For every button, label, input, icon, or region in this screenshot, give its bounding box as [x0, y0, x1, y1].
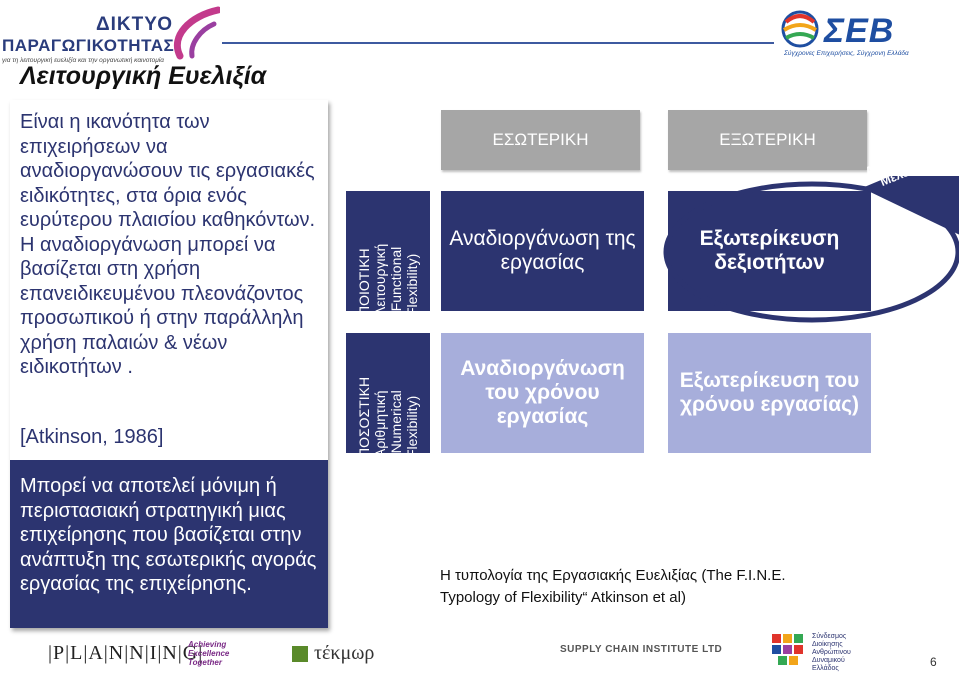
row-header-quantitative-label: ΠΟΣΟΣΤΙΚΗ Αριθμητική (Numerical Flexibil… [356, 376, 420, 458]
sdad-mosaic-icon [772, 634, 803, 665]
seb-logo: ΣΕΒ Σύγχρονες Επιχειρήσεις, Σύγχρονη Ελλ… [778, 6, 958, 61]
column-header-internal: ΕΣΩΤΕΡΙΚΗ [441, 110, 640, 170]
planning-logo-word: |P|L|A|N|N|I|N|G| [48, 642, 204, 664]
cell-skills-outsourcing: Εξωτερίκευση δεξιοτήτων [668, 191, 871, 311]
caption-line-2: Typology of Flexibility“ Atkinson et al) [440, 589, 686, 606]
sdad-text-line: Ανθρώπινου [812, 649, 851, 656]
sdad-text-line: Σύνδεσμος [812, 633, 847, 640]
tekmor-logo-word: τέκμωρ [314, 642, 375, 664]
seb-logo-name: ΣΕΒ [824, 12, 895, 50]
citation: [Atkinson, 1986] [20, 426, 164, 448]
header-divider [222, 42, 774, 44]
study-subject-ellipse [663, 176, 959, 323]
sdad-text-line: Διοίκησης [812, 641, 843, 648]
cell-worktime-outsourcing: Εξωτερίκευση του χρόνου εργασίας) [668, 333, 871, 453]
planning-tag-line: Excellence [188, 649, 230, 658]
column-header-external: ΕΞΩΤΕΡΙΚΗ [668, 110, 867, 170]
diktyo-swoosh-icon [174, 6, 220, 60]
strategy-text: Μπορεί να αποτελεί μόνιμη ή περιστασιακή… [20, 475, 317, 595]
sdad-text-line: Ελλάδος [812, 665, 839, 672]
planning-logo: |P|L|A|N|N|I|N|G| Achieving Excellence T… [48, 640, 229, 667]
cell-worktime-reorganisation: Αναδιοργάνωση του χρόνου εργασίας [441, 333, 644, 453]
planning-tag-line: Achieving [188, 640, 227, 649]
planning-tag-line: Together [188, 658, 222, 667]
seb-globe-icon [781, 10, 819, 48]
sdad-text-line: Δυναμικού [812, 657, 845, 664]
diktyo-logo-line2: ΠΑΡΑΓΩΓΙΚΟΤΗΤΑΣ [2, 36, 175, 55]
diktyo-logo: ΔΙΚΤΥΟ ΠΑΡΑΓΩΓΙΚΟΤΗΤΑΣ για τη λειτουργικ… [0, 6, 240, 66]
supply-chain-logo-text: SUPPLY CHAIN INSTITUTE LTD [560, 644, 723, 655]
sdad-logo: Σύνδεσμος Διοίκησης Ανθρώπινου Δυναμικού… [770, 630, 900, 672]
row-header-quantitative: ΠΟΣΟΣΤΙΚΗ Αριθμητική (Numerical Flexibil… [346, 333, 430, 458]
row-header-qualitative: ΠΟΙΟΤΙΚΗ Λειτουργική (Functional Flexibi… [346, 191, 430, 316]
tekmor-square-icon [292, 646, 308, 662]
tekmor-logo: τέκμωρ [292, 642, 392, 666]
definition-panel-top [10, 100, 328, 460]
page-title: Λειτουργική Ευελιξία [20, 62, 267, 90]
seb-logo-tagline: Σύγχρονες Επιχειρήσεις, Σύγχρονη Ελλάδα [784, 50, 909, 57]
caption-line-1: Η τυπολογία της Εργασιακής Ευελιξίας (Th… [440, 567, 786, 584]
diktyo-logo-line1: ΔΙΚΤΥΟ [96, 14, 173, 35]
definition-text: Είναι η ικανότητα των επιχειρήσεων να αν… [20, 111, 316, 378]
row-header-qualitative-label: ΠΟΙΟΤΙΚΗ Λειτουργική (Functional Flexibi… [356, 243, 420, 316]
sdad-logo-text: Σύνδεσμος Διοίκησης Ανθρώπινου Δυναμικού… [812, 633, 851, 673]
figure-caption: Η τυπολογία της Εργασιακής Ευελιξίας (Th… [440, 565, 900, 609]
supply-chain-logo: SUPPLY CHAIN INSTITUTE LTD [560, 640, 723, 666]
diktyo-logo-tagline: για τη λειτουργική ευελιξία και την οργα… [2, 57, 164, 64]
cell-work-reorganisation: Αναδιοργάνωση της εργασίας [441, 191, 644, 311]
page-number: 6 [930, 655, 937, 669]
planning-logo-tagline: Achieving Excellence Together [188, 640, 229, 667]
